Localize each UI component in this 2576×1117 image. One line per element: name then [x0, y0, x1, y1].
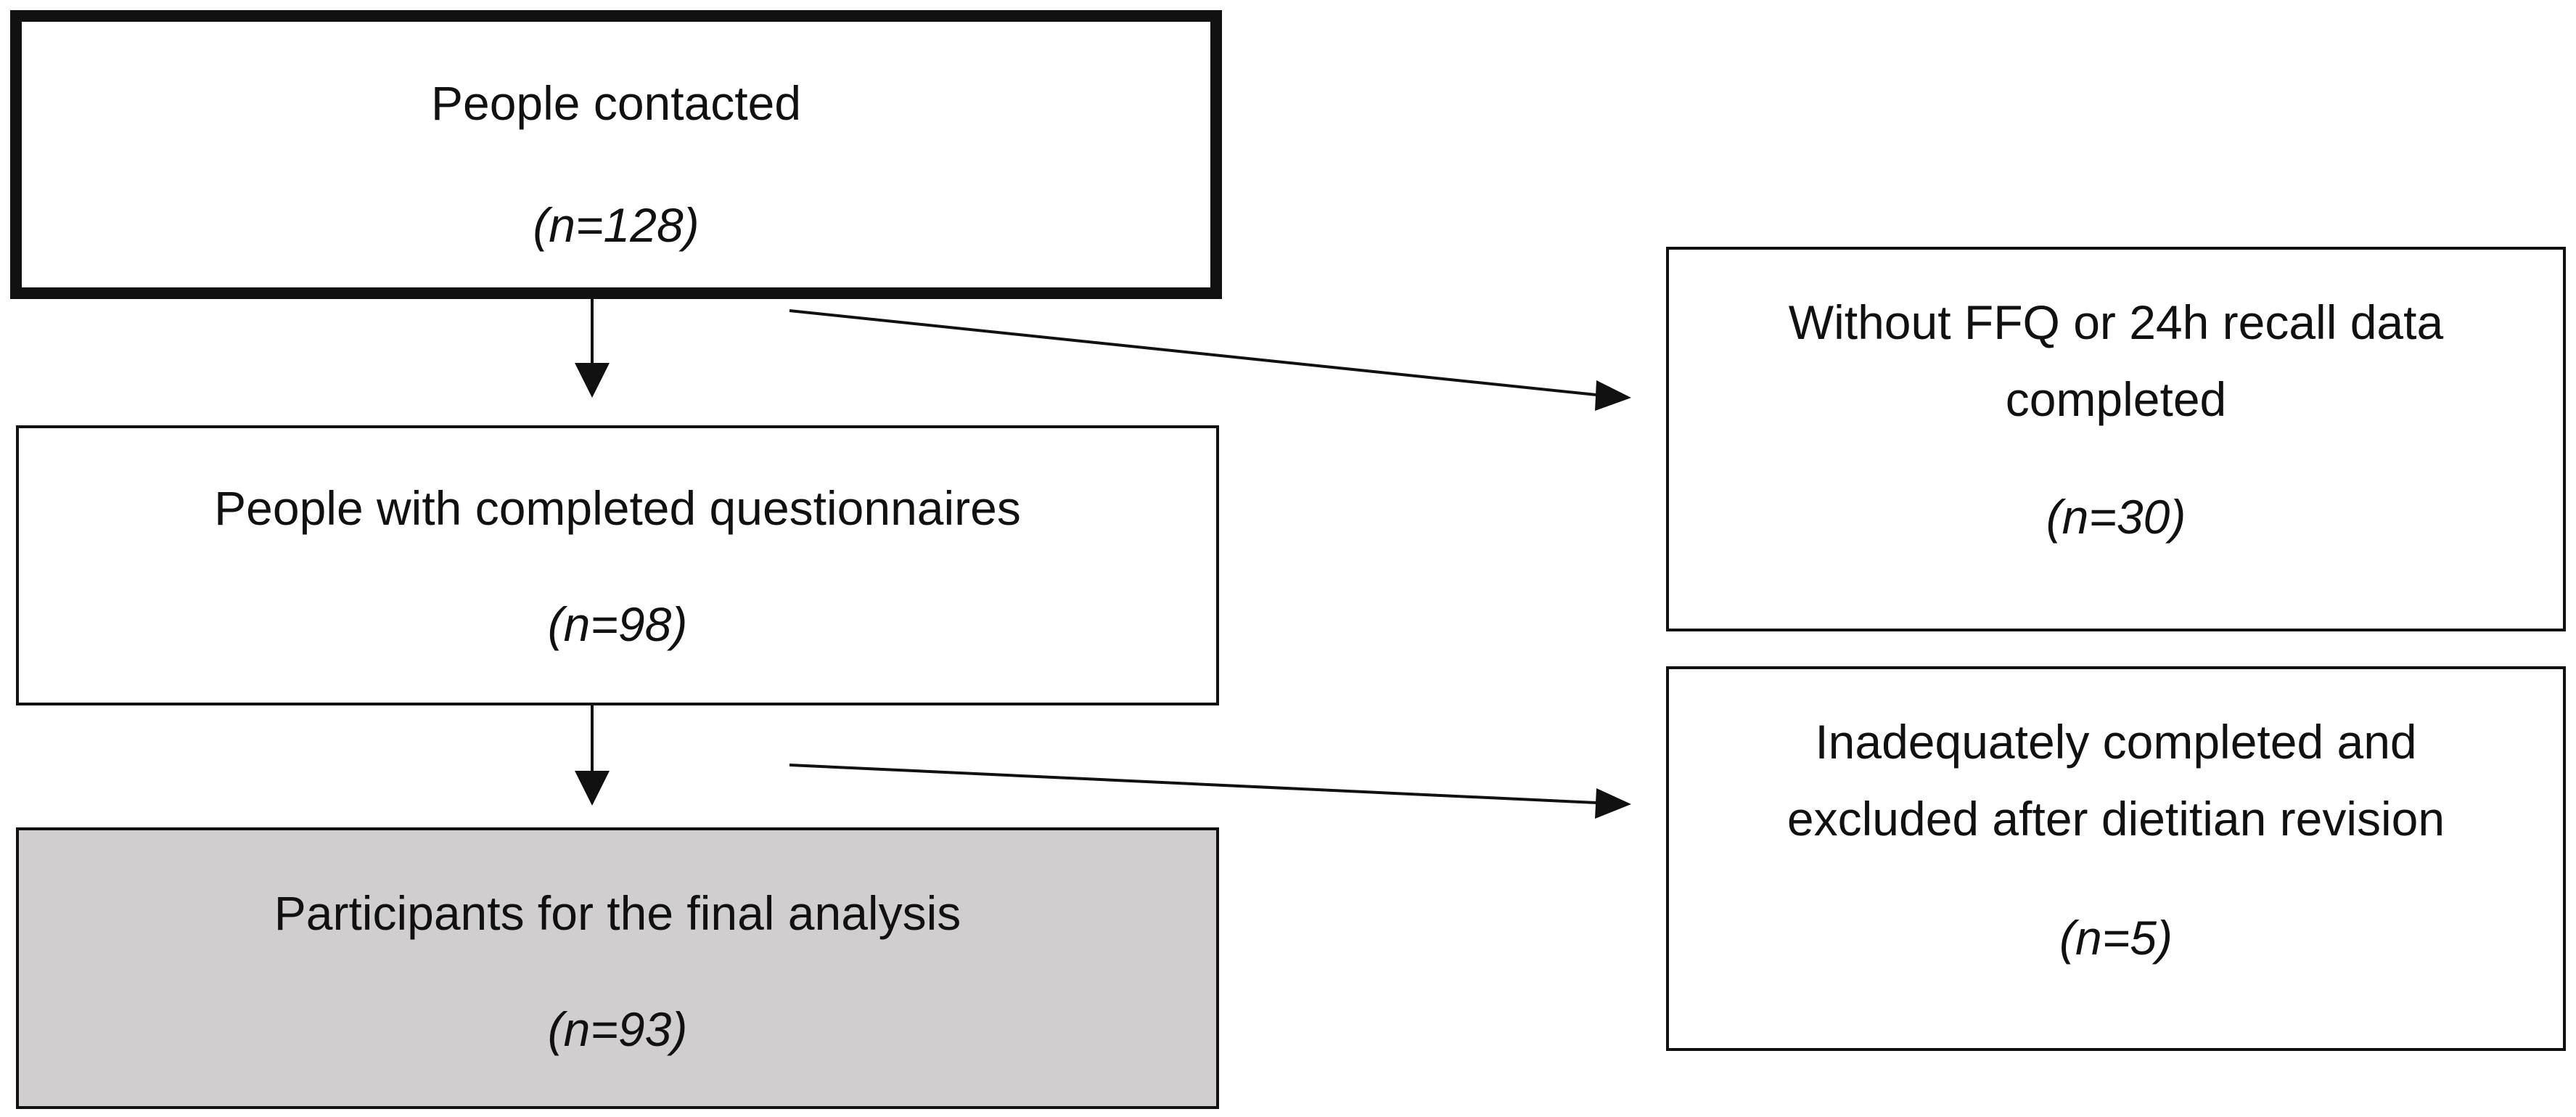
box-label-line1: Inadequately completed and [1815, 715, 2417, 769]
box-completed-questionnaires: People with completed questionnaires (n=… [16, 425, 1219, 705]
arrow-to-excluded-inadequate [789, 764, 1631, 819]
box-count: (n=93) [547, 1002, 688, 1056]
box-label: People with completed questionnaires [214, 481, 1021, 535]
arrow-contacted-to-completed [575, 299, 610, 398]
box-excluded-no-data: Without FFQ or 24h recall data completed… [1666, 247, 2566, 631]
box-label-line2: excluded after dietitian revision [1787, 792, 2445, 846]
box-people-contacted: People contacted (n=128) [10, 10, 1222, 299]
box-label: People contacted [430, 76, 802, 130]
box-count: (n=5) [2059, 911, 2173, 965]
box-label: Participants for the final analysis [274, 886, 961, 940]
box-label-line2: completed [2005, 372, 2227, 426]
box-count: (n=128) [533, 198, 700, 252]
box-count: (n=30) [2046, 490, 2186, 544]
box-count: (n=98) [547, 597, 688, 651]
box-final-participants: Participants for the final analysis (n=9… [16, 827, 1219, 1109]
box-label-line1: Without FFQ or 24h recall data [1788, 295, 2444, 349]
arrow-to-excluded-no-data [789, 309, 1631, 411]
arrow-completed-to-final [575, 705, 610, 806]
box-excluded-inadequate: Inadequately completed and excluded afte… [1666, 666, 2566, 1051]
